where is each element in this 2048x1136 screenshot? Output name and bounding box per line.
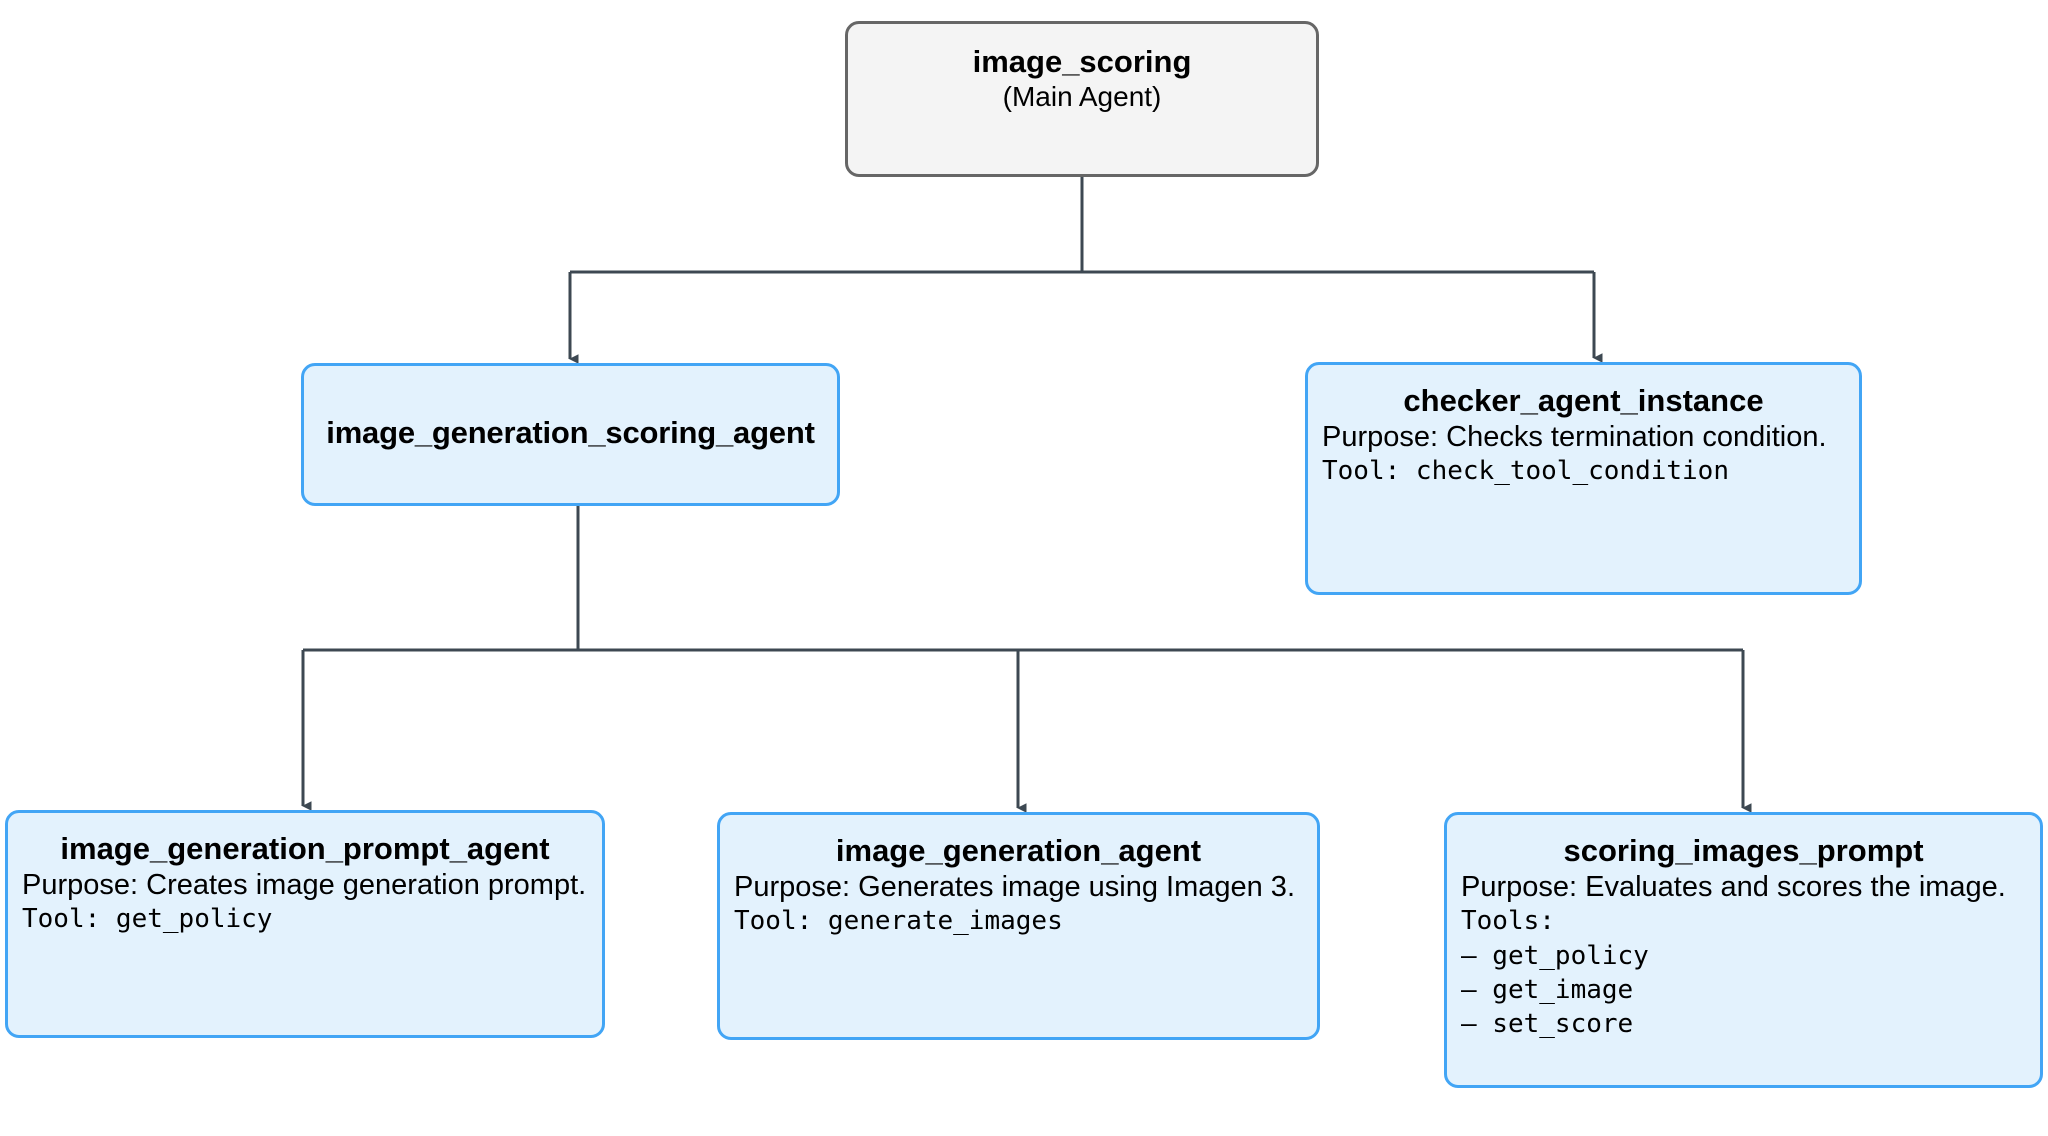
node-scoring-images-prompt-tools-list: – get_policy – get_image – set_score xyxy=(1461,939,2026,1042)
node-image-generation-prompt-agent-purpose: Purpose: Creates image generation prompt… xyxy=(22,868,587,901)
node-image-scoring-subtitle: (Main Agent) xyxy=(1002,80,1162,112)
node-scoring-images-prompt-purpose: Purpose: Evaluates and scores the image. xyxy=(1461,870,2006,903)
node-image-scoring-title: image_scoring xyxy=(972,44,1192,79)
node-image-scoring-content: image_scoring (Main Agent) xyxy=(862,44,1302,113)
tool-list-item: – get_image xyxy=(1461,975,1634,1005)
node-scoring-images-prompt-tools-label: Tools: xyxy=(1461,905,1555,936)
node-image-generation-prompt-agent[interactable]: image_generation_prompt_agent Purpose: C… xyxy=(5,810,605,1038)
tool-list-item: – set_score xyxy=(1461,1009,1634,1040)
node-image-generation-agent-tool-name: generate_images xyxy=(827,905,1063,936)
node-image-generation-scoring-agent-title: image_generation_scoring_agent xyxy=(326,415,815,450)
node-image-scoring[interactable]: image_scoring (Main Agent) xyxy=(845,21,1319,177)
node-image-generation-agent[interactable]: image_generation_agent Purpose: Generate… xyxy=(717,812,1320,1040)
node-image-generation-prompt-agent-tool-name: get_policy xyxy=(115,903,273,934)
node-checker-agent-instance-tool-name: check_tool_condition xyxy=(1415,455,1729,486)
node-checker-agent-instance-purpose: Purpose: Checks termination condition. xyxy=(1322,420,1827,453)
node-image-generation-agent-tool: Tool: generate_images xyxy=(734,905,1303,939)
node-image-generation-prompt-agent-tool-label: Tool: xyxy=(22,903,116,934)
node-image-generation-scoring-agent-content: image_generation_scoring_agent xyxy=(318,415,823,451)
node-image-generation-agent-content: image_generation_agent Purpose: Generate… xyxy=(734,833,1303,939)
node-checker-agent-instance-content: checker_agent_instance Purpose: Checks t… xyxy=(1322,383,1845,489)
node-image-generation-prompt-agent-title: image_generation_prompt_agent xyxy=(60,831,550,866)
node-checker-agent-instance-title: checker_agent_instance xyxy=(1403,383,1764,418)
node-scoring-images-prompt-content: scoring_images_prompt Purpose: Evaluates… xyxy=(1461,833,2026,1042)
node-image-generation-scoring-agent[interactable]: image_generation_scoring_agent xyxy=(301,363,840,506)
node-image-generation-prompt-agent-content: image_generation_prompt_agent Purpose: C… xyxy=(22,831,588,937)
node-image-generation-agent-purpose: Purpose: Generates image using Imagen 3. xyxy=(734,870,1295,903)
node-checker-agent-instance-tool-label: Tool: xyxy=(1322,455,1416,486)
node-scoring-images-prompt[interactable]: scoring_images_prompt Purpose: Evaluates… xyxy=(1444,812,2043,1088)
node-checker-agent-instance-tool: Tool: check_tool_condition xyxy=(1322,455,1845,489)
node-image-generation-agent-tool-label: Tool: xyxy=(734,905,828,936)
node-checker-agent-instance[interactable]: checker_agent_instance Purpose: Checks t… xyxy=(1305,362,1862,595)
node-scoring-images-prompt-title: scoring_images_prompt xyxy=(1563,833,1924,868)
node-image-generation-agent-title: image_generation_agent xyxy=(835,833,1202,868)
node-image-generation-prompt-agent-tool: Tool: get_policy xyxy=(22,903,588,937)
tool-list-item: – get_policy xyxy=(1461,940,1649,971)
